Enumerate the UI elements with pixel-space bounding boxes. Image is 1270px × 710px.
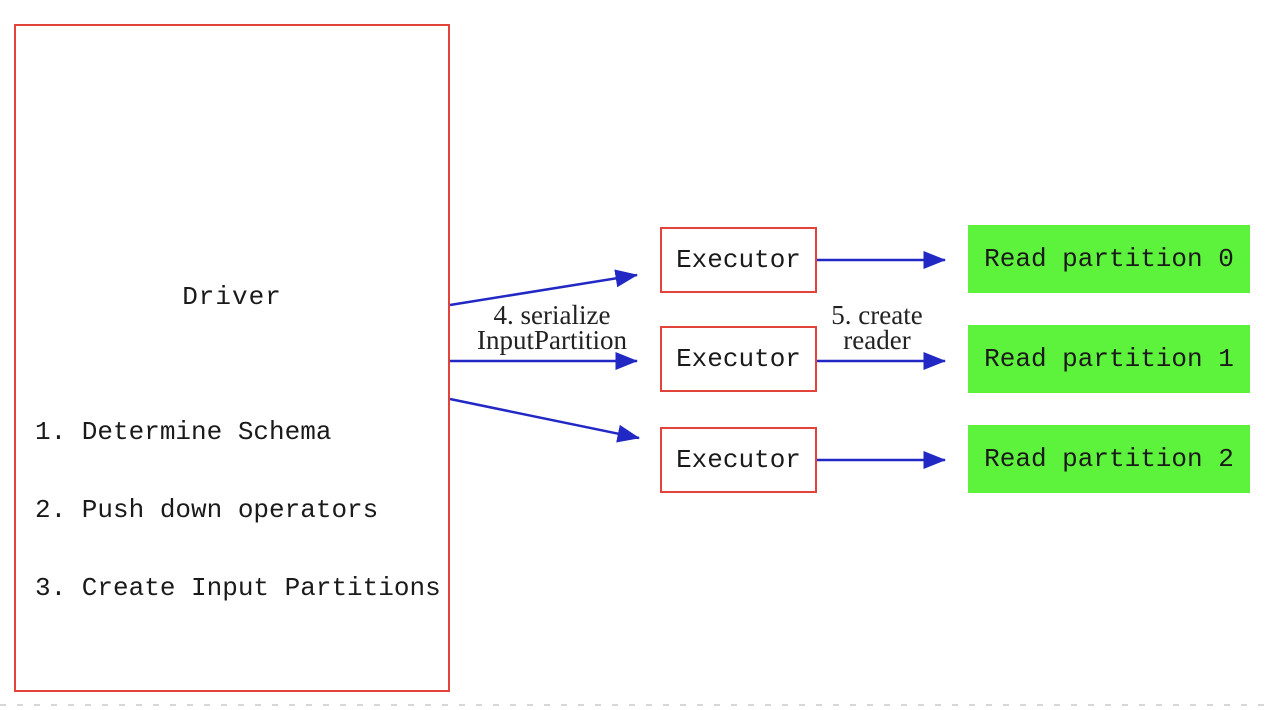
read-partition-1-box: Read partition 1: [968, 325, 1250, 393]
read-partition-2-box: Read partition 2: [968, 425, 1250, 493]
executor-box-1: Executor: [660, 227, 817, 293]
driver-step-1: 1. Determine Schema: [35, 417, 332, 447]
driver-step-3: 3. Create Input Partitions: [35, 573, 441, 603]
driver-title: Driver: [182, 282, 282, 312]
driver-step-2: 2. Push down operators: [35, 495, 379, 525]
edge-label-serialize-line1: 4. serialize: [493, 300, 611, 330]
edge-label-reader-line2: reader: [843, 325, 911, 355]
executor-box-2: Executor: [660, 326, 817, 392]
edge-label-create-reader: 5. create reader: [787, 300, 967, 355]
read-partition-0-box: Read partition 0: [968, 225, 1250, 293]
edge-label-serialize-line2: InputPartition: [477, 325, 627, 355]
edge-label-serialize-inputpartition: 4. serialize InputPartition: [442, 300, 662, 355]
edge-label-reader-line1: 5. create: [831, 300, 923, 330]
arrow-driver-to-executor-3: [449, 397, 640, 443]
page-boundary-dashed-line: [0, 704, 1270, 706]
driver-steps: 1. Determine Schema 2. Push down operato…: [35, 367, 441, 653]
driver-box: Driver 1. Determine Schema 2. Push down …: [14, 24, 450, 692]
executor-box-3: Executor: [660, 427, 817, 493]
